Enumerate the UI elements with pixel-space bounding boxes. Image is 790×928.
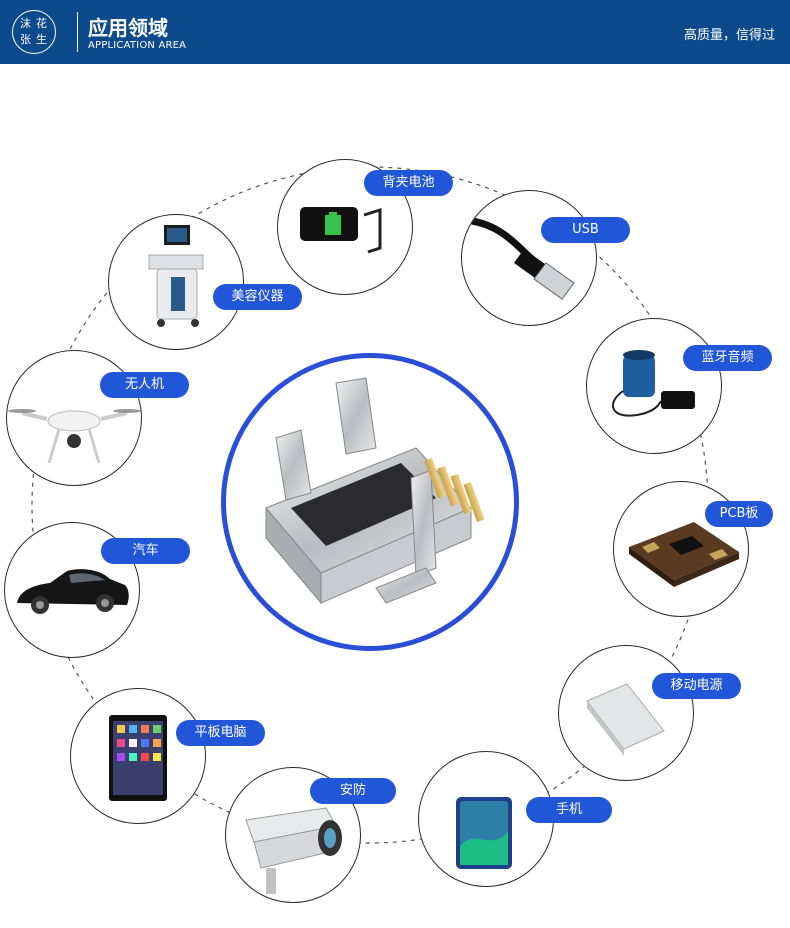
application-label-drone: 无人机 (100, 372, 189, 398)
pcb-board-icon (629, 522, 739, 587)
logo-glyph: 花 (36, 17, 47, 30)
car-icon (17, 569, 129, 614)
application-label-car: 汽车 (101, 538, 190, 564)
phone-battery-icon (300, 207, 382, 254)
application-circle (558, 645, 694, 781)
application-label-bluetooth-audio: 蓝牙音频 (683, 345, 772, 371)
application-label-security: 安防 (310, 778, 396, 804)
application-circle (586, 318, 722, 454)
logo-glyph: 生 (36, 33, 47, 46)
application-circle (461, 190, 597, 326)
bluetooth-speaker-icon (612, 350, 695, 417)
security-camera-icon (245, 807, 342, 894)
page-header: 沫 花 张 生 应用领域 APPLICATION AREA 高质量，信得过 (0, 0, 790, 64)
power-bank-icon (586, 683, 665, 756)
application-label-pcb-board: PCB板 (705, 501, 773, 527)
center-connector-circle (221, 353, 519, 651)
logo-glyph: 张 (20, 33, 31, 46)
slogan: 高质量，信得过 (683, 28, 775, 43)
usb-cable-icon (471, 217, 575, 300)
application-circle (225, 767, 361, 903)
application-label-power-bank: 移动电源 (652, 673, 741, 699)
medical-device-icon (148, 225, 204, 327)
section-title: 应用领域 (88, 16, 168, 40)
application-label-back-clip-battery: 背夹电池 (364, 170, 453, 196)
application-label-tablet: 平板电脑 (176, 720, 265, 746)
brand-logo: 沫 花 张 生 (12, 10, 56, 54)
application-label-phone: 手机 (526, 797, 612, 823)
application-circle (6, 350, 142, 486)
drone-icon (8, 409, 141, 464)
application-label-beauty-device: 美容仪器 (213, 284, 302, 310)
section-subtitle: APPLICATION AREA (88, 40, 187, 51)
application-circle (70, 688, 206, 824)
tablet-icon (109, 715, 167, 801)
application-circle (108, 214, 244, 350)
application-circle (613, 481, 749, 617)
smartphone-icon (456, 797, 512, 869)
logo-glyph: 沫 (20, 17, 31, 30)
application-label-usb: USB (541, 217, 630, 243)
header-divider (77, 12, 78, 52)
micro-usb-connector-icon (265, 377, 485, 605)
